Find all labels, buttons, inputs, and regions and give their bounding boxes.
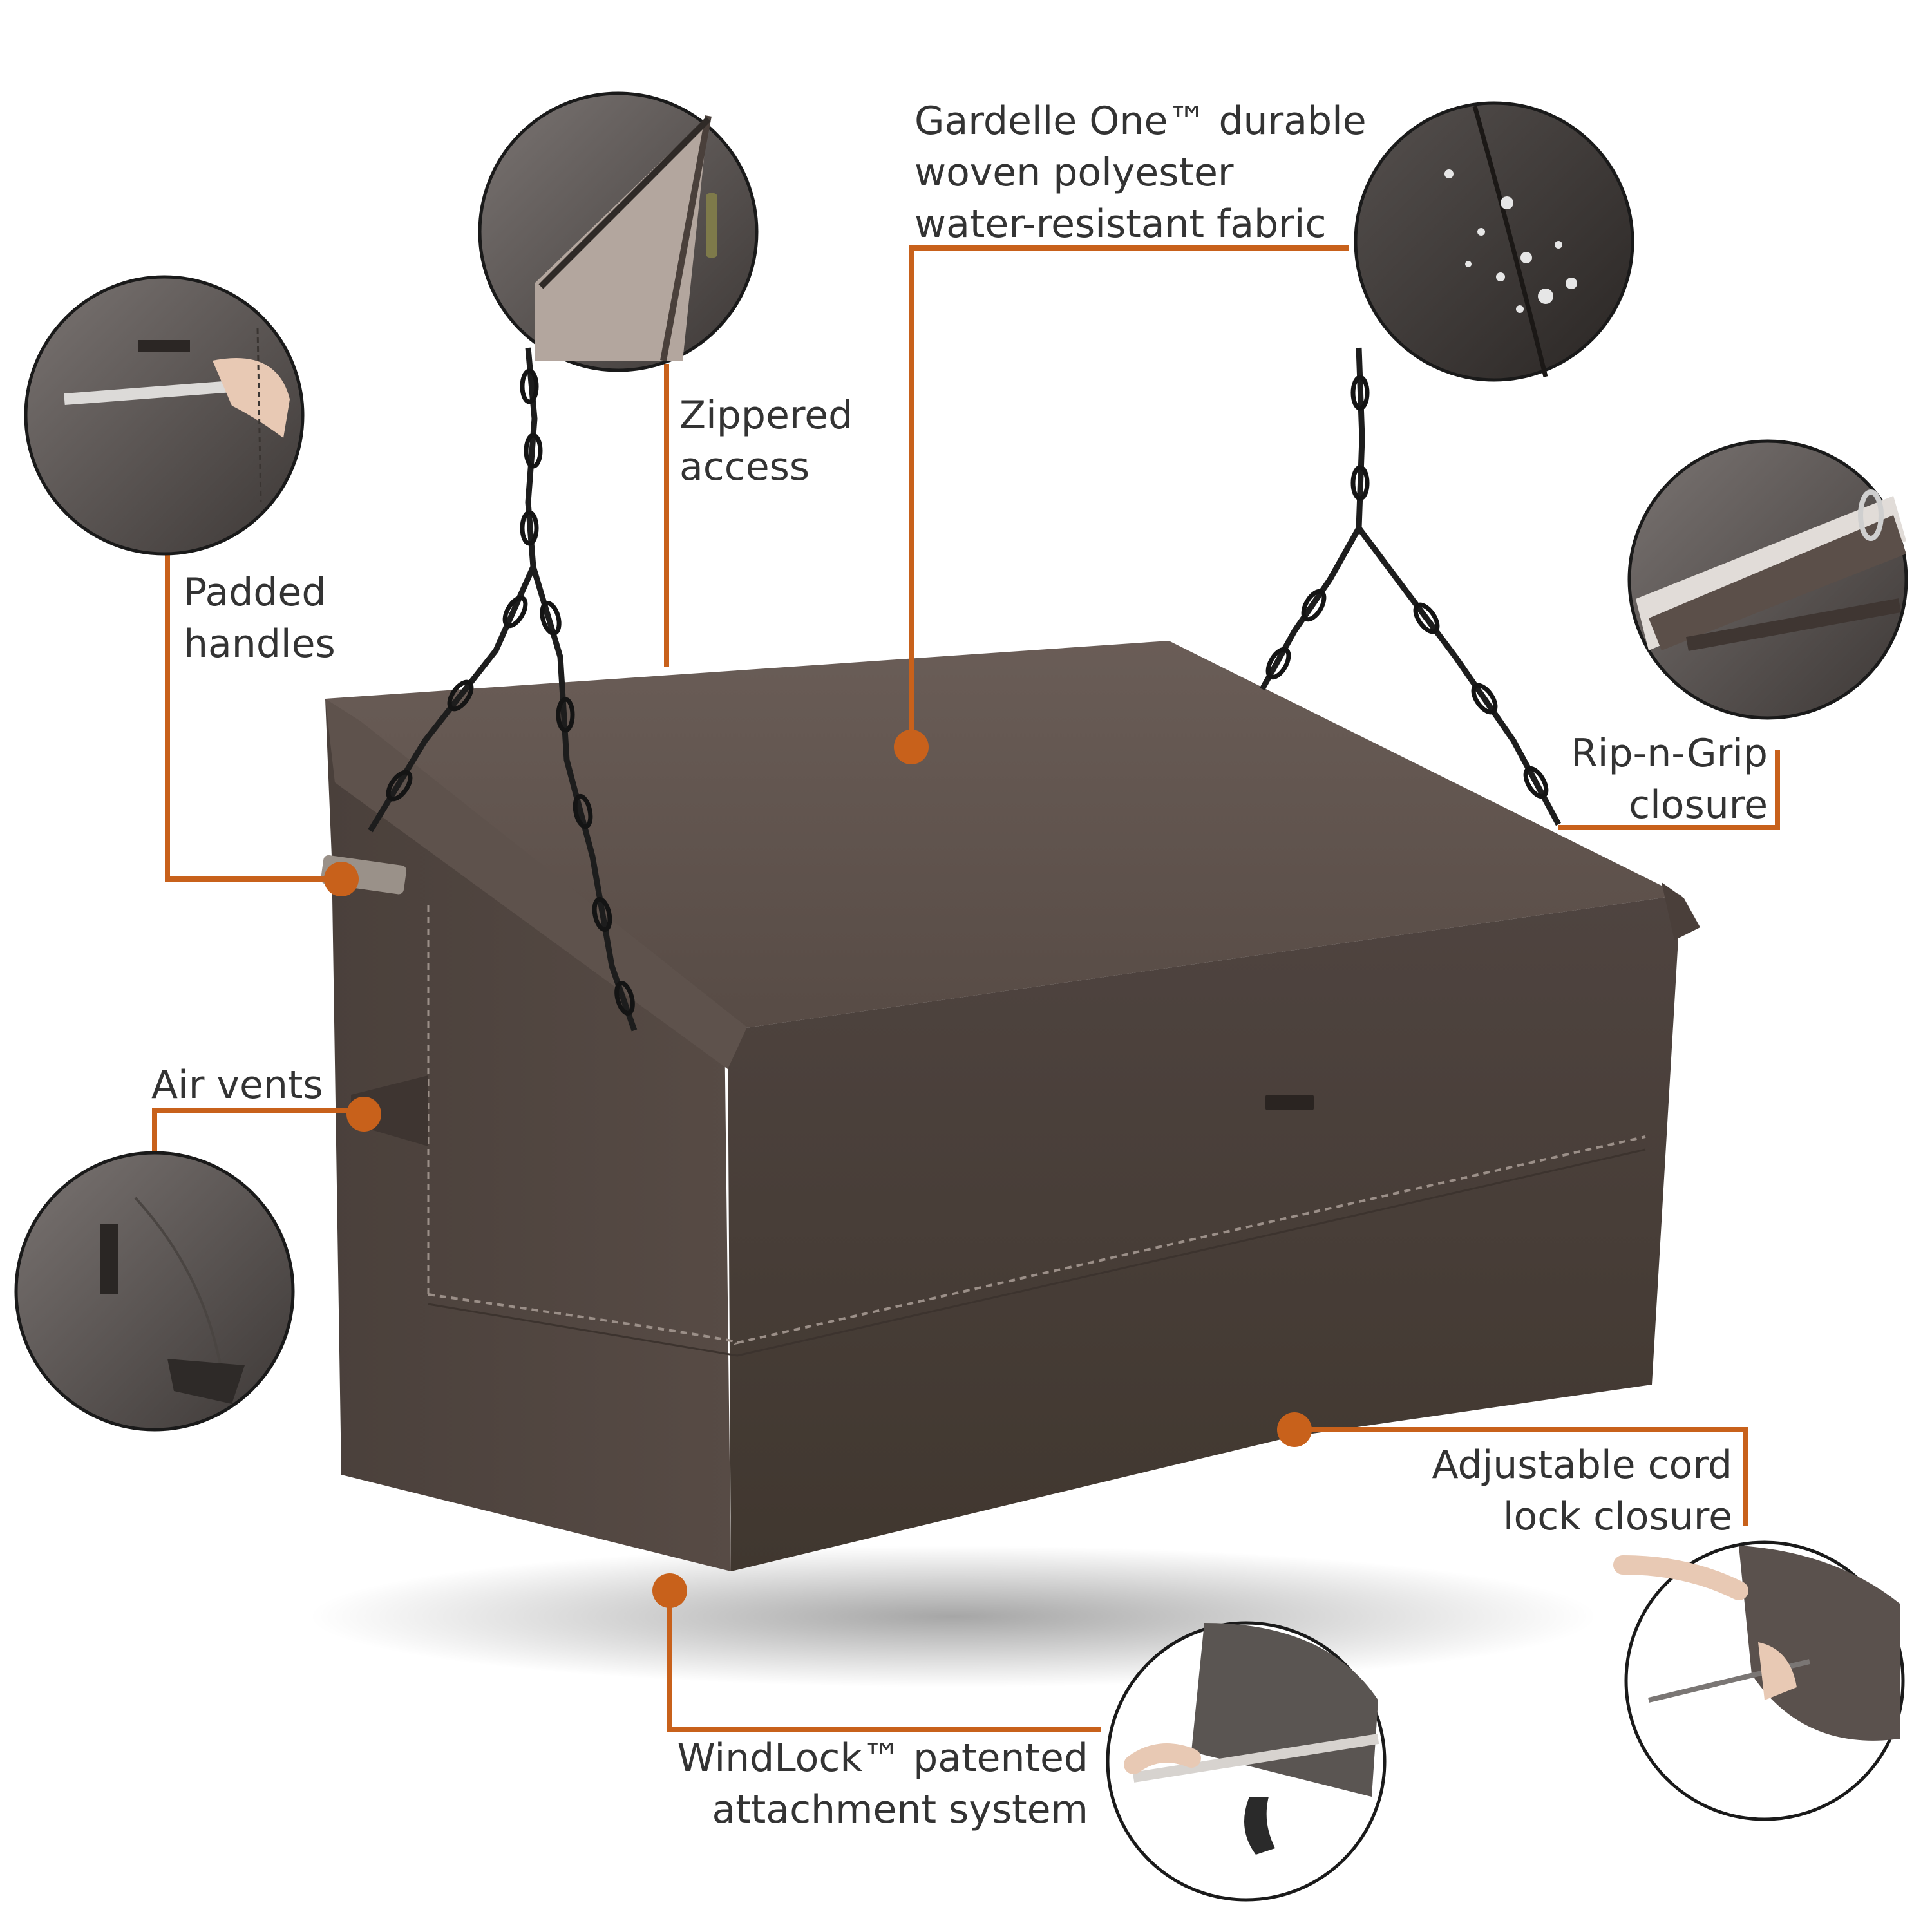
label-windlock: WindLock™ patented attachment system [677, 1736, 1088, 1832]
label-rip-n-grip: Rip-n-Grip closure [1571, 731, 1768, 828]
leader-lines [152, 245, 1780, 1732]
cover-left-side [325, 699, 731, 1571]
hand-icon [1758, 1642, 1797, 1700]
leader-rip-n-grip [1558, 750, 1780, 830]
cover-front [728, 895, 1681, 1571]
floor-shadow [309, 1546, 1597, 1687]
chain-links [386, 368, 1549, 1016]
detail-circle-air-vents [14, 1151, 295, 1432]
label-zippered-access: Zippered access [679, 393, 853, 489]
water-drop-icon [1444, 169, 1577, 313]
hand-icon [1124, 1743, 1201, 1774]
cover-arm-flap [325, 699, 747, 1069]
leader-cord-lock [1291, 1427, 1748, 1526]
seam-front [428, 1148, 1646, 1357]
cover-top [325, 641, 1681, 1030]
label-padded-handles: Padded handles [184, 570, 336, 667]
zipper-icon [706, 193, 717, 258]
leader-fabric [909, 245, 1349, 747]
leader-windlock [667, 1591, 1101, 1732]
detail-circle-windlock [1106, 1621, 1387, 1902]
detail-circle-zippered-access [478, 91, 759, 372]
leader-padded-handles [165, 544, 341, 882]
detail-circle-padded-handles [24, 275, 305, 556]
cover-right-flap [1662, 882, 1700, 940]
detail-circle-fabric [1354, 101, 1634, 382]
brand-tag [1265, 1095, 1314, 1110]
chain-icon [368, 347, 1561, 1032]
label-air-vents: Air vents [151, 1063, 323, 1108]
detail-circle-rip-n-grip [1627, 439, 1908, 720]
stitching-front [428, 1135, 1646, 1345]
leader-air-vents [152, 1108, 361, 1153]
label-fabric: Gardelle One™ durable woven polyester wa… [914, 99, 1367, 247]
label-cord-lock: Adjustable cord lock closure [1432, 1443, 1732, 1539]
hand-icon [213, 358, 290, 438]
callout-dots [324, 730, 1312, 1608]
detail-circle-cord-lock [1613, 1540, 1905, 1821]
